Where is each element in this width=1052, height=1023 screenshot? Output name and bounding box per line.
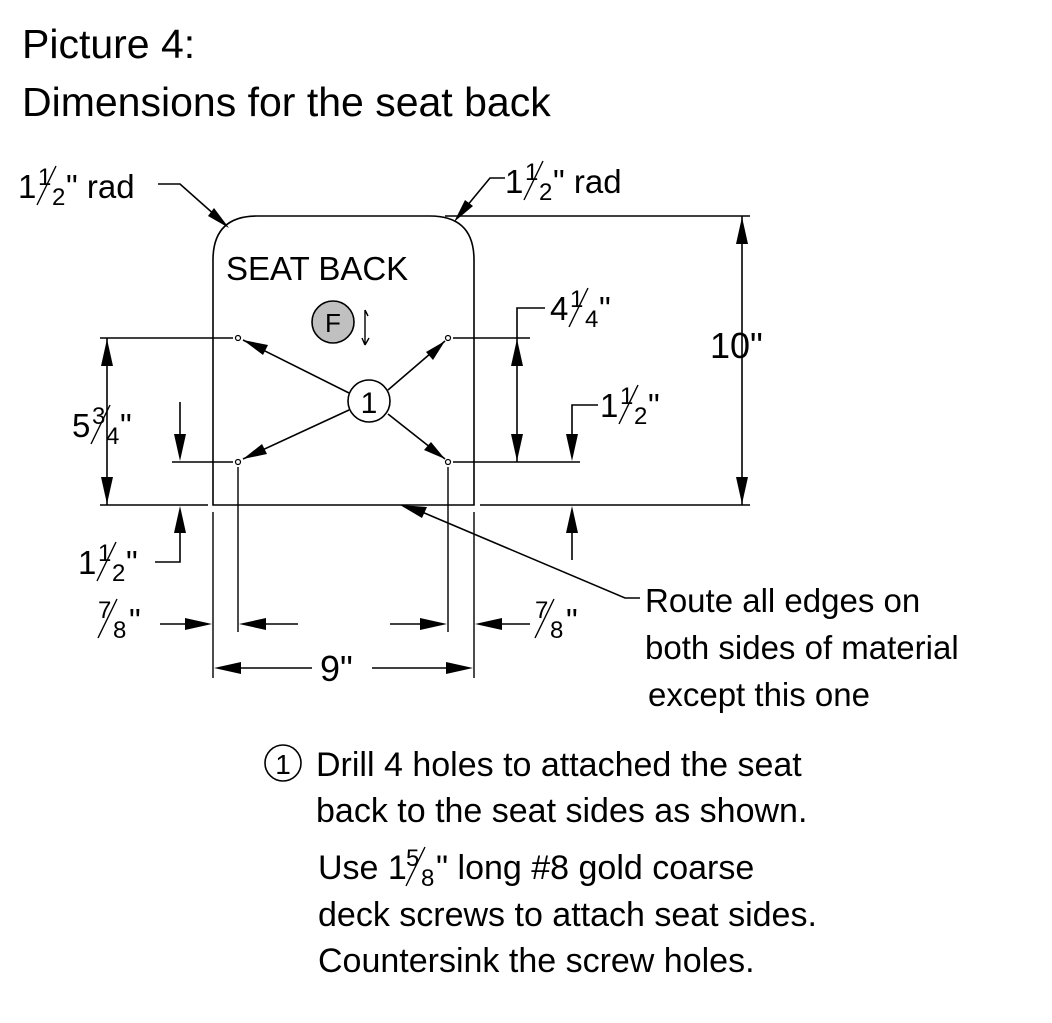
svg-text:9": 9"	[320, 648, 353, 689]
svg-text:5: 5	[72, 407, 90, 444]
svg-text:1: 1	[18, 168, 36, 205]
instruction-callout-circle	[264, 744, 302, 782]
route-note-line-1: Route all edges on	[645, 582, 920, 619]
svg-text:": "	[599, 290, 611, 327]
instruction-line-1: Drill 4 holes to attached the seat	[316, 746, 802, 784]
arrow-upper-right	[426, 341, 445, 360]
instruction-line-3: Use 1 5 8 " long #8 gold coarse	[318, 845, 754, 892]
svg-text:" rad: " rad	[553, 163, 622, 200]
svg-text:4: 4	[106, 423, 119, 450]
svg-text:2: 2	[634, 403, 647, 430]
svg-text:4: 4	[585, 306, 598, 333]
svg-text:": "	[648, 387, 660, 424]
instruction-number: 1	[275, 749, 291, 780]
dimension-height: 10"	[445, 215, 763, 506]
svg-text:": "	[129, 602, 141, 639]
svg-text:": "	[566, 602, 578, 639]
radius-callout-left: 1 1 2 " rad	[18, 164, 229, 228]
svg-text:4: 4	[550, 290, 568, 327]
grain-direction-icon	[361, 309, 370, 346]
svg-text:1: 1	[505, 163, 523, 200]
hole-lower-left	[234, 458, 242, 466]
radius-callout-right: 1 1 2 " rad	[454, 159, 622, 222]
svg-text:" rad: " rad	[66, 168, 135, 205]
svg-text:": "	[120, 407, 132, 444]
hole-upper-right	[444, 334, 452, 342]
svg-text:2: 2	[112, 560, 125, 587]
svg-text:1: 1	[98, 540, 111, 567]
svg-text:" long #8 gold coarse: " long #8 gold coarse	[436, 849, 754, 887]
svg-text:": "	[126, 544, 138, 581]
svg-text:1: 1	[570, 286, 583, 313]
svg-text:1: 1	[78, 544, 96, 581]
dimension-inset-right: 7 8 "	[390, 597, 578, 644]
route-note-line-3: except this one	[648, 676, 870, 713]
route-note-line-2: both sides of material	[645, 629, 959, 666]
arrow-lower-left	[243, 444, 267, 459]
part-label: SEAT BACK	[226, 250, 408, 287]
dimension-lower-hole-left: 1 1 2 "	[78, 402, 233, 587]
svg-text:1: 1	[620, 383, 633, 410]
instruction-line-4: deck screws to attach seat sides.	[318, 896, 817, 934]
svg-text:8: 8	[550, 617, 563, 644]
dimension-hole-spacing: 5 3 4 "	[72, 337, 233, 506]
title-line-2: Dimensions for the seat back	[22, 79, 551, 125]
svg-text:1: 1	[525, 159, 538, 186]
instruction-line-2: back to the seat sides as shown.	[316, 792, 807, 830]
svg-text:8: 8	[421, 865, 434, 892]
svg-text:7: 7	[98, 597, 111, 624]
title-line-1: Picture 4:	[22, 21, 195, 67]
callout-number: 1	[361, 387, 378, 420]
svg-text:2: 2	[539, 179, 552, 206]
svg-text:8: 8	[113, 617, 126, 644]
svg-text:10": 10"	[710, 325, 763, 366]
hole-lower-right	[444, 458, 452, 466]
route-note-leader	[400, 505, 640, 599]
grain-marker-circle	[311, 300, 355, 344]
svg-text:5: 5	[406, 845, 419, 872]
svg-text:7: 7	[535, 597, 548, 624]
arrow-lower-right	[424, 442, 445, 459]
callout-circle	[347, 379, 391, 423]
seat-back-outline	[212, 215, 475, 506]
dimension-lower-hole-right: 1 1 2 "	[453, 383, 660, 560]
svg-text:1: 1	[600, 387, 618, 424]
dimension-inset-left: 7 8 "	[97, 597, 298, 644]
arrow-upper-left	[243, 340, 268, 355]
dimension-upper-hole: 4 1 4 "	[453, 286, 611, 462]
hole-upper-left	[234, 334, 242, 342]
svg-text:Use 1: Use 1	[318, 849, 407, 887]
svg-text:2: 2	[52, 184, 65, 211]
instruction-line-5: Countersink the screw holes.	[318, 942, 755, 980]
grain-marker-label: F	[325, 308, 341, 338]
svg-text:1: 1	[38, 164, 51, 191]
svg-text:3: 3	[92, 403, 105, 430]
dimension-width: 9"	[214, 648, 473, 689]
